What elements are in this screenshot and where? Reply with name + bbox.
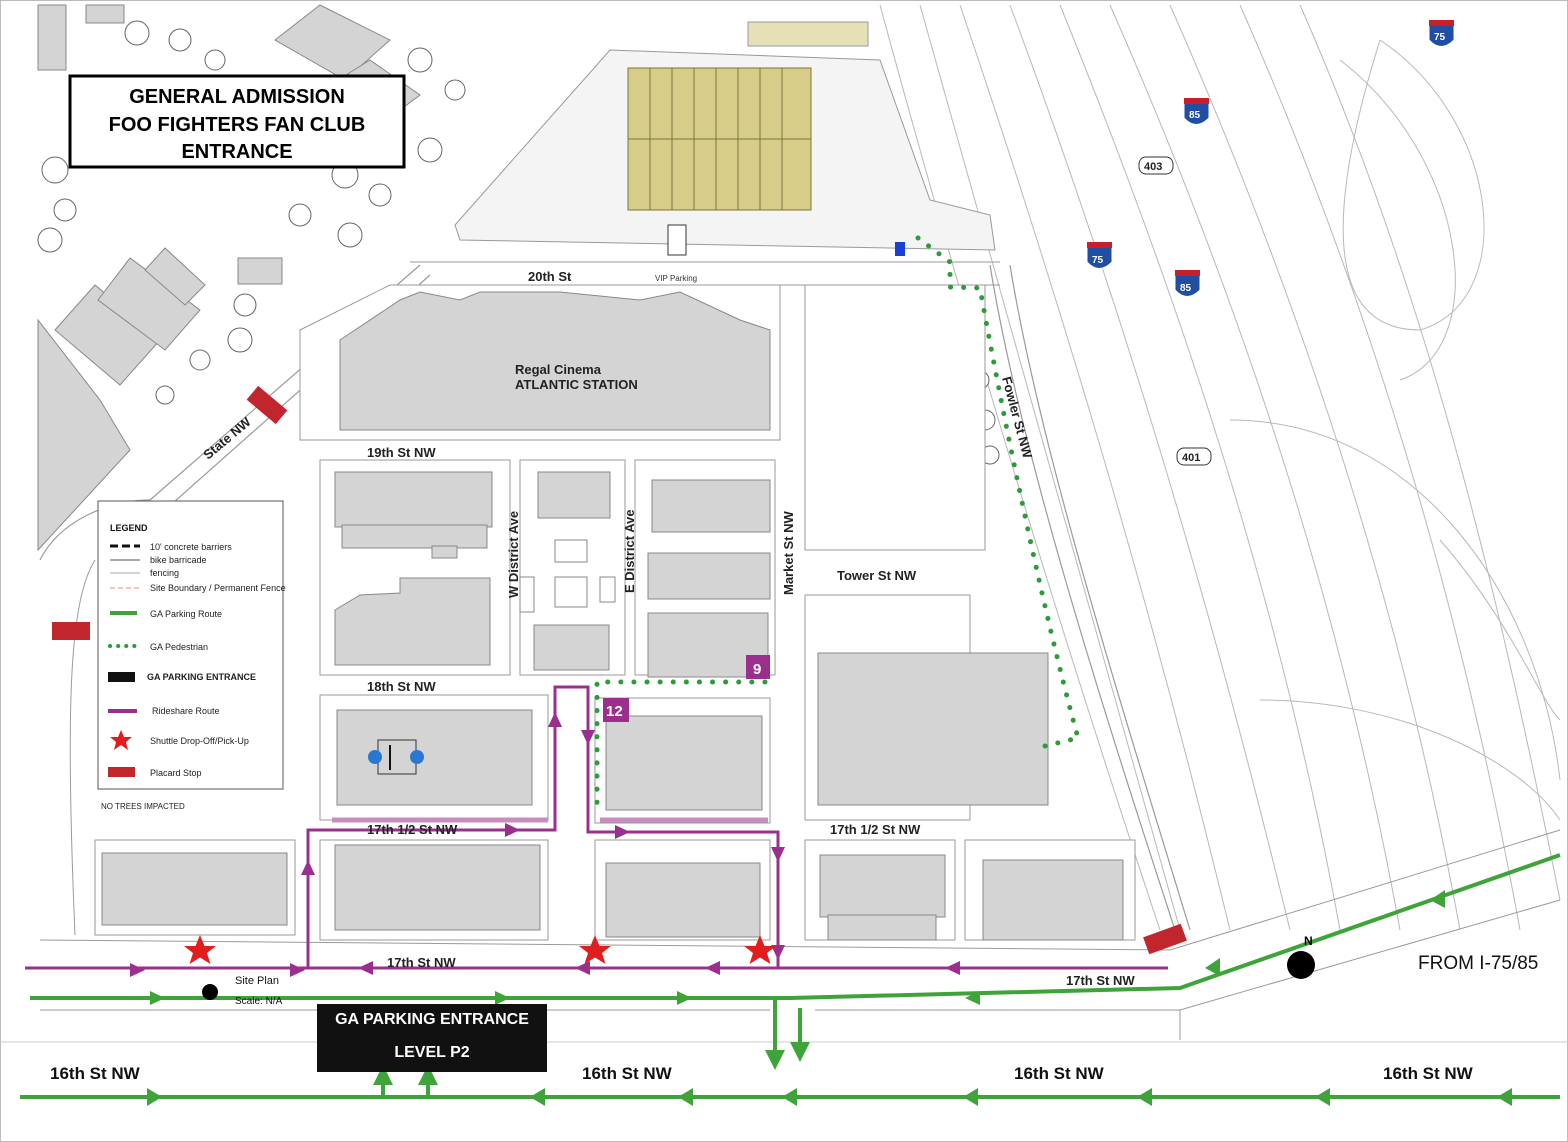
north-arrow-icon: N	[1287, 934, 1315, 979]
title-line-3: ENTRANCE	[181, 141, 292, 163]
legend-shuttle: Shuttle Drop-Off/Pick-Up	[150, 736, 249, 746]
legend-site-boundary: Site Boundary / Permanent Fence	[150, 583, 286, 593]
legend-rideshare: Rideshare Route	[152, 706, 220, 716]
street-16th-4: 16th St NW	[1383, 1064, 1474, 1083]
street-20th: 20th St	[528, 269, 572, 284]
legend-placard: Placard Stop	[150, 768, 202, 778]
interstate-shield-icon: 75	[1428, 20, 1455, 47]
regal-cinema-label: Regal Cinema	[515, 362, 602, 377]
legend: LEGEND 10' concrete barriers bike barric…	[97, 500, 286, 790]
state-route-icon: 403	[1138, 156, 1174, 175]
site-plan-dot	[202, 984, 218, 1000]
street-17half-right: 17th 1/2 St NW	[830, 822, 921, 837]
star-icon	[744, 935, 776, 964]
north-label: N	[1304, 934, 1313, 948]
interstate-shields: 75 85 75 85	[1086, 20, 1455, 297]
deck-markers: 9 12	[603, 655, 770, 722]
nw-buildings	[37, 4, 421, 552]
interstate-shield-icon: 75	[1086, 242, 1113, 269]
i85-mid-label: 85	[1180, 283, 1192, 294]
street-16th-3: 16th St NW	[1014, 1064, 1105, 1083]
parking-entrance-box: GA PARKING ENTRANCE LEVEL P2	[317, 1004, 547, 1072]
state-route-shields: 403 401	[1138, 156, 1212, 466]
site-plan-scale: Scale: N/A	[235, 996, 283, 1007]
placard-stops	[52, 385, 1187, 955]
street-market: Market St NW	[781, 510, 796, 595]
deck-9-label: 9	[753, 661, 761, 678]
title-box: GENERAL ADMISSION FOO FIGHTERS FAN CLUB …	[68, 74, 406, 169]
interstate-shield-icon: 85	[1183, 98, 1210, 125]
street-16th-2: 16th St NW	[582, 1064, 673, 1083]
star-icon	[110, 730, 132, 750]
legend-pedestrian: GA Pedestrian	[150, 642, 208, 652]
street-w-district: W District Ave	[506, 511, 521, 598]
rideshare-arrows	[130, 712, 960, 977]
street-18th: 18th St NW	[367, 679, 436, 694]
street-tower: Tower St NW	[837, 568, 917, 583]
ga-parking-route-arrows	[147, 890, 1512, 1106]
vip-parking-label: VIP Parking	[655, 274, 697, 283]
legend-note: NO TREES IMPACTED	[101, 802, 185, 811]
parking-entrance-line-2: LEVEL P2	[394, 1044, 469, 1061]
route-401-label: 401	[1182, 452, 1200, 464]
atlantic-station-label: ATLANTIC STATION	[515, 377, 638, 392]
star-icon	[184, 935, 216, 964]
title-line-2: FOO FIGHTERS FAN CLUB	[109, 114, 366, 136]
venue-site	[454, 21, 996, 321]
star-icon	[579, 935, 611, 964]
state-route-icon: 401	[1176, 447, 1212, 466]
legend-title: LEGEND	[110, 523, 148, 533]
sports-field	[368, 739, 424, 775]
parking-entrance-line-1: GA PARKING ENTRANCE	[335, 1011, 529, 1028]
title-line-1: GENERAL ADMISSION	[129, 86, 345, 108]
street-17th-right: 17th St NW	[1066, 973, 1135, 988]
street-17th-left: 17th St NW	[387, 955, 456, 970]
i75-mid-label: 75	[1092, 255, 1104, 266]
from-interstate-label: FROM I-75/85	[1418, 953, 1538, 974]
route-403-label: 403	[1144, 161, 1162, 173]
site-plan-label: Site Plan	[235, 975, 279, 987]
street-16th-1: 16th St NW	[50, 1064, 141, 1083]
i85-top-label: 85	[1189, 110, 1201, 121]
shuttle-stars	[184, 935, 776, 964]
street-17half-left: 17th 1/2 St NW	[367, 822, 458, 837]
street-e-district: E District Ave	[622, 509, 637, 593]
deck-12-label: 12	[606, 703, 623, 720]
i75-top-label: 75	[1434, 32, 1446, 43]
street-19th: 19th St NW	[367, 445, 436, 460]
buildings	[101, 291, 1124, 941]
road-fowler	[989, 264, 1191, 931]
rideshare-route	[25, 685, 1168, 970]
interstate-shield-icon: 85	[1174, 270, 1201, 297]
legend-bike-barricade: bike barricade	[150, 555, 207, 565]
ga-pedestrian-route	[594, 235, 1082, 813]
legend-parking-route: GA Parking Route	[150, 609, 222, 619]
legend-parking-entrance: GA PARKING ENTRANCE	[147, 672, 256, 682]
legend-barriers: 10' concrete barriers	[150, 542, 232, 552]
legend-fencing: fencing	[150, 568, 179, 578]
